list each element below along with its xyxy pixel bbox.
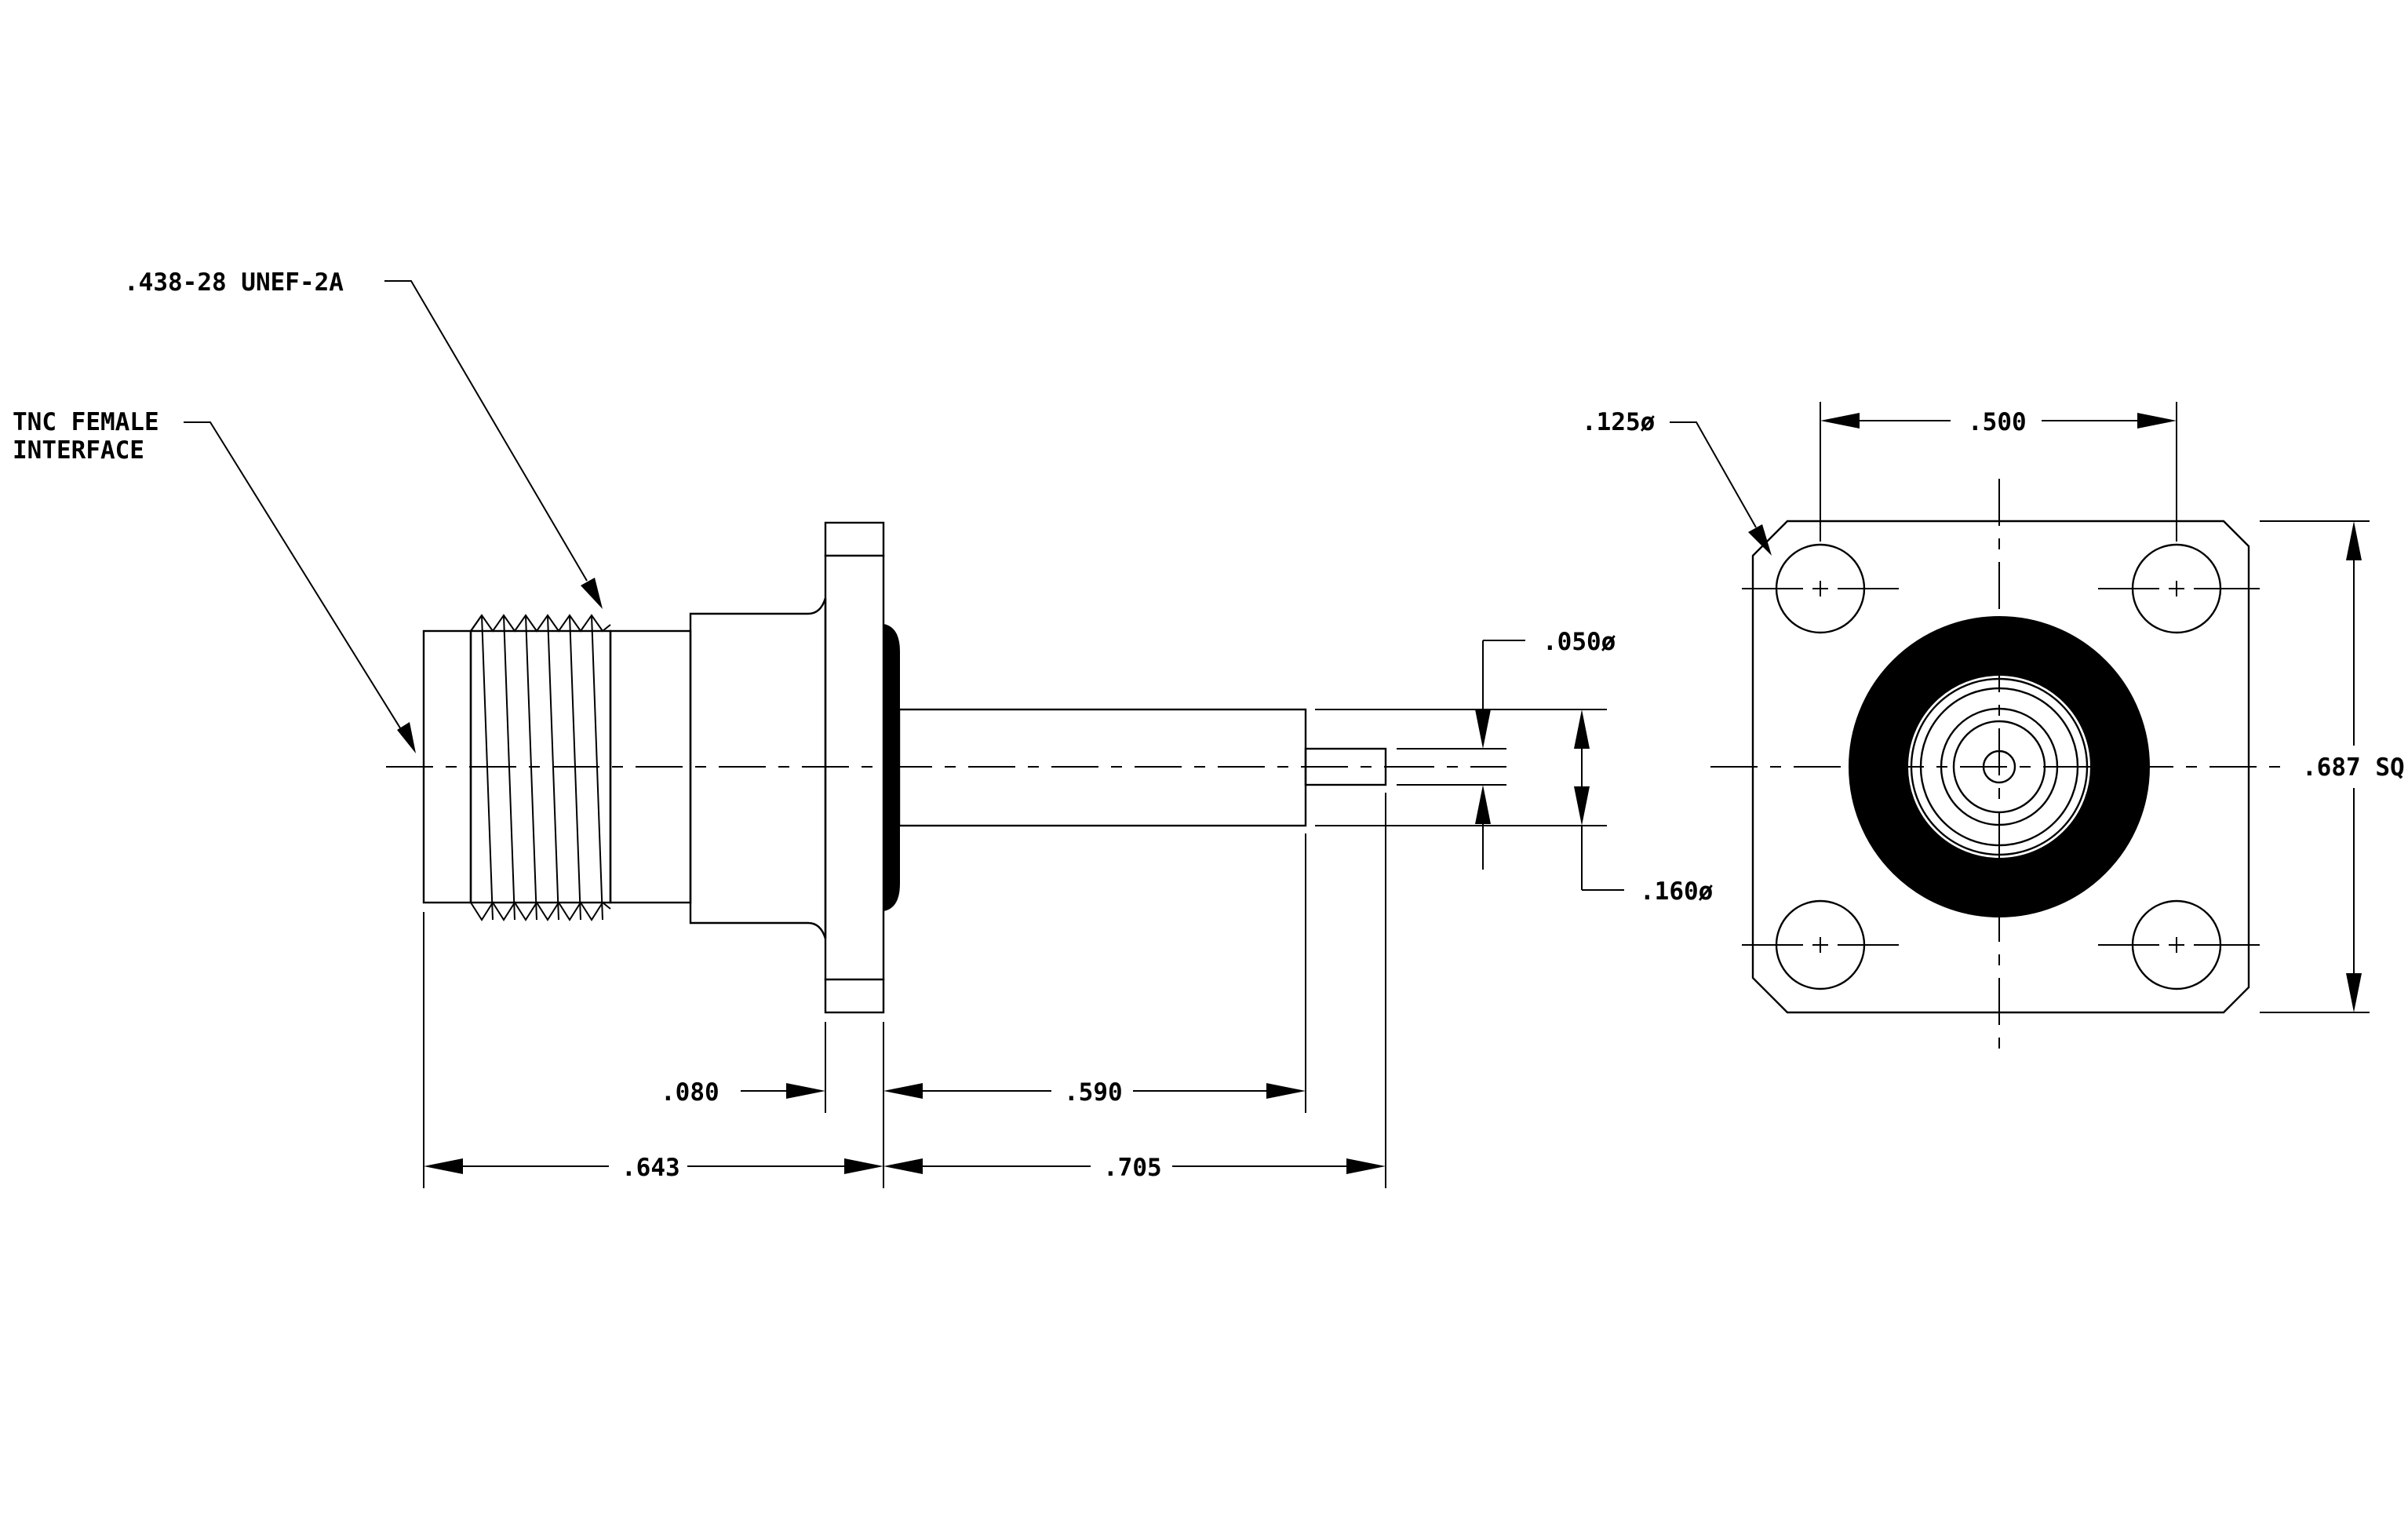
mounting-holes — [1742, 543, 2260, 990]
label-rear-length: .705 — [1103, 1154, 1162, 1182]
leader-hole — [1670, 421, 1757, 528]
front-view — [1710, 479, 2291, 1056]
flange-square-outline — [1751, 520, 2250, 1014]
main-body — [689, 597, 827, 939]
label-flange-thickness: .080 — [661, 1078, 719, 1107]
label-thread-spec: .438-28 UNEF-2A — [124, 268, 344, 297]
label-interface-line2: INTERFACE — [13, 436, 144, 465]
label-flange-square: .687 SQ — [2302, 753, 2405, 782]
label-interface-line1: TNC FEMALE — [13, 408, 159, 436]
label-pin-dia: .050ø — [1543, 628, 1616, 656]
label-dielectric-dia: .160ø — [1640, 877, 1714, 906]
dimensions — [184, 280, 2370, 1188]
leader-thread — [384, 280, 588, 582]
annotations: TNC FEMALE INTERFACE .438-28 UNEF-2A .12… — [13, 268, 2405, 1182]
label-mount-hole-dia: .125ø — [1582, 408, 1656, 436]
leader-interface — [184, 421, 404, 734]
label-pin-length: .590 — [1064, 1078, 1123, 1107]
label-body-length: .643 — [621, 1154, 680, 1182]
side-view — [386, 521, 1506, 1014]
label-hole-spacing: .500 — [1968, 408, 2027, 436]
